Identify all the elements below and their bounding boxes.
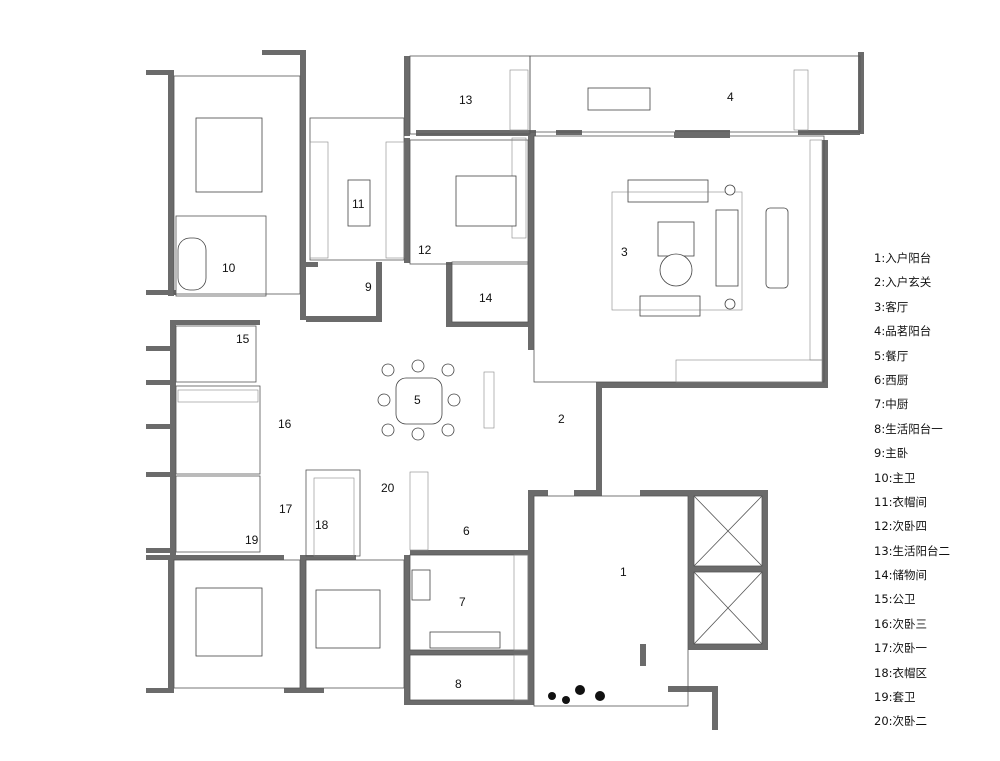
legend-item-1: 1:入户阳台: [874, 251, 932, 265]
legend-item-10: 10:主卫: [874, 470, 916, 485]
room-number-19: 19: [245, 533, 259, 547]
room-number-14: 14: [479, 291, 493, 305]
legend-item-6: 6:西厨: [874, 372, 909, 387]
legend-item-8: 8:生活阳台一: [874, 421, 943, 436]
room-number-8: 8: [455, 677, 462, 691]
room-number-2: 2: [558, 412, 565, 426]
room-number-13: 13: [459, 93, 473, 107]
room-number-12: 12: [418, 243, 432, 257]
legend-item-17: 17:次卧一: [874, 641, 928, 656]
legend-item-11: 11:衣帽间: [874, 494, 928, 509]
legend-item-14: 14:储物间: [874, 568, 928, 583]
room-numbers: 1 2 3 4 5 6 7 8 9 10 11 12 13 14 15 16 1…: [222, 90, 734, 691]
legend-item-15: 15:公卫: [874, 592, 916, 607]
room-number-5: 5: [414, 393, 421, 407]
room-number-9: 9: [365, 280, 372, 294]
legend-item-9: 9:主卧: [874, 446, 909, 461]
room-number-3: 3: [621, 245, 628, 259]
room-number-16: 16: [278, 417, 292, 431]
room-number-15: 15: [236, 332, 250, 346]
legend-item-12: 12:次卧四: [874, 519, 928, 534]
room-number-6: 6: [463, 524, 470, 538]
legend-item-16: 16:次卧三: [874, 616, 928, 631]
legend-item-3: 3:客厅: [874, 299, 909, 314]
legend-item-2: 2:入户玄关: [874, 275, 932, 290]
room-number-7: 7: [459, 595, 466, 609]
room-number-20: 20: [381, 481, 395, 495]
room-legend: 1:入户阳台 2:入户玄关 3:客厅 4:品茗阳台 5:餐厅 6:西厨 7:中厨 8:生活阳台…: [874, 246, 994, 734]
room-number-10: 10: [222, 261, 236, 275]
furniture: [177, 87, 789, 704]
room-number-17: 17: [279, 502, 293, 516]
legend-item-4: 4:品茗阳台: [874, 324, 932, 339]
legend-item-5: 5:餐厅: [874, 348, 909, 363]
room-number-1: 1: [620, 565, 627, 579]
room-number-18: 18: [315, 518, 329, 532]
legend-item-7: 7:中厨: [874, 397, 909, 412]
legend-item-13: 13:生活阳台二: [874, 543, 951, 558]
partitions: [173, 55, 861, 707]
room-number-4: 4: [727, 90, 734, 104]
legend-item-19: 19:套卫: [874, 690, 916, 705]
legend-item-20: 20:次卧二: [874, 714, 928, 729]
legend-item-18: 18:衣帽区: [874, 665, 928, 680]
room-number-11: 11: [352, 197, 365, 211]
